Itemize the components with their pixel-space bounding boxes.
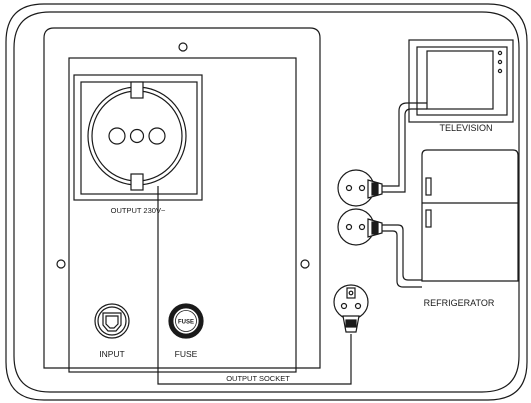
fuse-holder-icon <box>168 303 204 339</box>
input-label: INPUT <box>99 349 125 359</box>
fuse-label: FUSE <box>175 349 198 359</box>
television-cord-outline <box>382 108 427 193</box>
output-socket-label: OUTPUT SOCKET <box>226 374 290 383</box>
output-voltage-label: OUTPUT 230V~ <box>111 206 166 215</box>
schuko-socket-icon <box>73 74 203 201</box>
device-housing-outline <box>5 3 528 401</box>
television-cord <box>382 102 427 187</box>
refrigerator-cord-outline <box>382 230 422 288</box>
inner-frame <box>68 57 297 373</box>
panel-screw-right <box>300 259 310 269</box>
refrigerator-label: REFRIGERATOR <box>424 298 495 308</box>
panel-screw-top <box>178 42 188 52</box>
panel-screw-left <box>56 259 66 269</box>
schuko-plug-icon <box>337 208 383 246</box>
television-label: TELEVISION <box>439 123 492 133</box>
schuko-plug-icon <box>333 284 369 333</box>
output-socket-wire <box>157 186 352 385</box>
fuse-cap-text: FUSE <box>178 320 194 326</box>
iec-input-connector-icon <box>94 303 130 339</box>
front-panel <box>43 27 321 369</box>
device-housing-inner-outline <box>13 11 520 393</box>
refrigerator-icon <box>421 149 519 282</box>
television-icon <box>408 39 514 123</box>
refrigerator-cord <box>382 224 422 281</box>
schuko-plug-icon <box>337 169 383 207</box>
